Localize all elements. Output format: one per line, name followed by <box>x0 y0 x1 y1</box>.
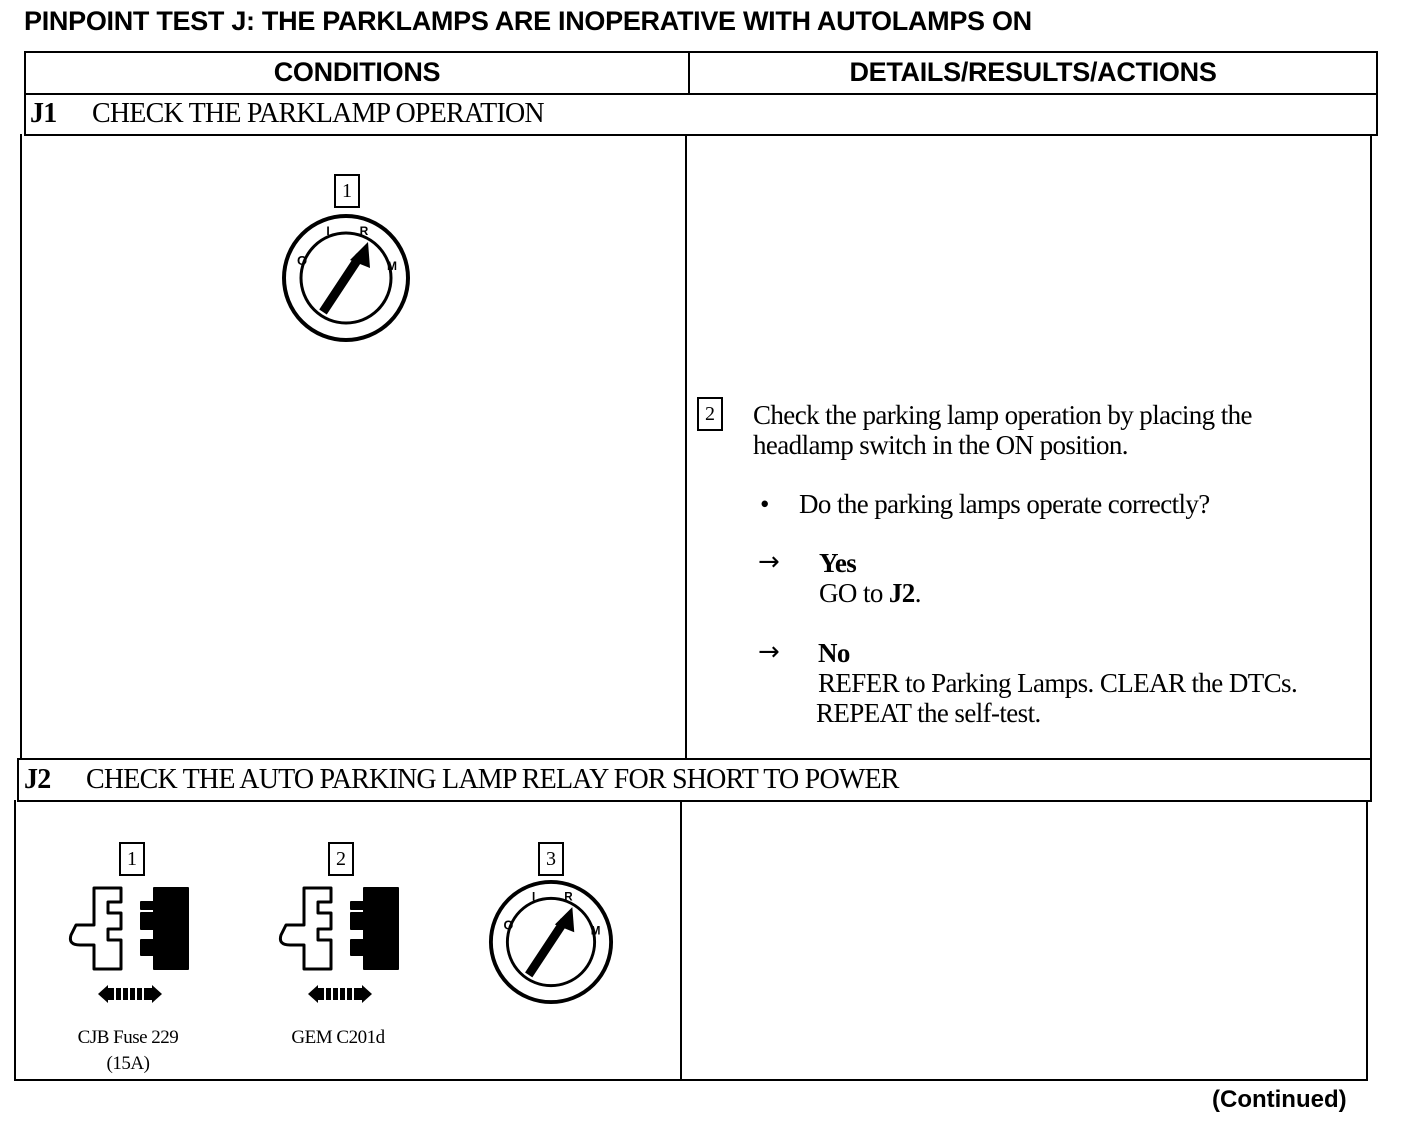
j1-bullet: • <box>760 489 769 519</box>
j1-no-action-line2: REPEAT the self-test. <box>816 698 1041 728</box>
j2-callout-1: 1 <box>119 842 145 876</box>
conditions-header: CONDITIONS <box>273 57 441 87</box>
j1-no-action-line1: REFER to Parking Lamps. CLEAR the DTCs. <box>818 668 1298 698</box>
j2-connector-2-caption-line1: GEM C201d <box>291 1027 385 1048</box>
step-j2-id: J2 <box>24 764 51 795</box>
step-j1-title-text: CHECK THE PARKLAMP OPERATION <box>92 98 545 129</box>
j1-yes-label: Yes <box>819 548 857 578</box>
step-j2-title: J2 CHECK THE AUTO PARKING LAMP RELAY FOR … <box>24 764 899 796</box>
j1-instruction-line2: headlamp switch in the ON position. <box>753 430 1129 460</box>
disconnected-connector-icon <box>278 886 399 1003</box>
j1-callout-2: 2 <box>697 397 723 431</box>
continued-note: (Continued) <box>1212 1086 1347 1113</box>
ignition-label-r: R <box>360 224 369 238</box>
j2-callout-3: 3 <box>538 842 564 876</box>
disconnected-connector-icon <box>68 886 189 1003</box>
ignition-label-m: M <box>387 259 397 273</box>
ignition-label-r: R <box>564 890 573 903</box>
ignition-label-m: M <box>591 924 601 937</box>
j1-yes-action-target: J2 <box>888 578 915 608</box>
j1-no-label: No <box>818 638 850 668</box>
step-j1-id: J1 <box>30 98 57 129</box>
j1-instruction-line1: Check the parking lamp operation by plac… <box>753 400 1253 430</box>
ignition-switch-icon: O I R M <box>488 879 614 1005</box>
ignition-label-i: I <box>326 224 329 238</box>
step-j1-title: J1 CHECK THE PARKLAMP OPERATION <box>30 98 545 130</box>
j1-question: Do the parking lamps operate correctly? <box>799 489 1210 519</box>
j1-yes-action: GO to J2. <box>819 578 921 608</box>
ignition-label-i: I <box>532 890 535 903</box>
j1-callout-1: 1 <box>334 174 360 208</box>
j2-callout-2: 2 <box>328 842 354 876</box>
j1-yes-action-text: GO to <box>819 578 889 608</box>
j2-connector-1-caption-line1: CJB Fuse 229 <box>77 1027 179 1048</box>
j1-yes-action-period: . <box>914 578 922 608</box>
j1-yes-arrow: → <box>758 547 780 577</box>
ignition-label-off: O <box>503 918 513 932</box>
details-header: DETAILS/RESULTS/ACTIONS <box>849 57 1217 87</box>
j2-connector-1-caption-line2: (15A) <box>106 1053 150 1074</box>
step-j2-title-text: CHECK THE AUTO PARKING LAMP RELAY FOR SH… <box>86 764 899 795</box>
j1-no-arrow: → <box>758 637 780 667</box>
page-title: PINPOINT TEST J: THE PARKLAMPS ARE INOPE… <box>24 6 1032 36</box>
ignition-switch-icon: O I R M <box>282 214 410 342</box>
ignition-label-off: O <box>297 253 307 268</box>
